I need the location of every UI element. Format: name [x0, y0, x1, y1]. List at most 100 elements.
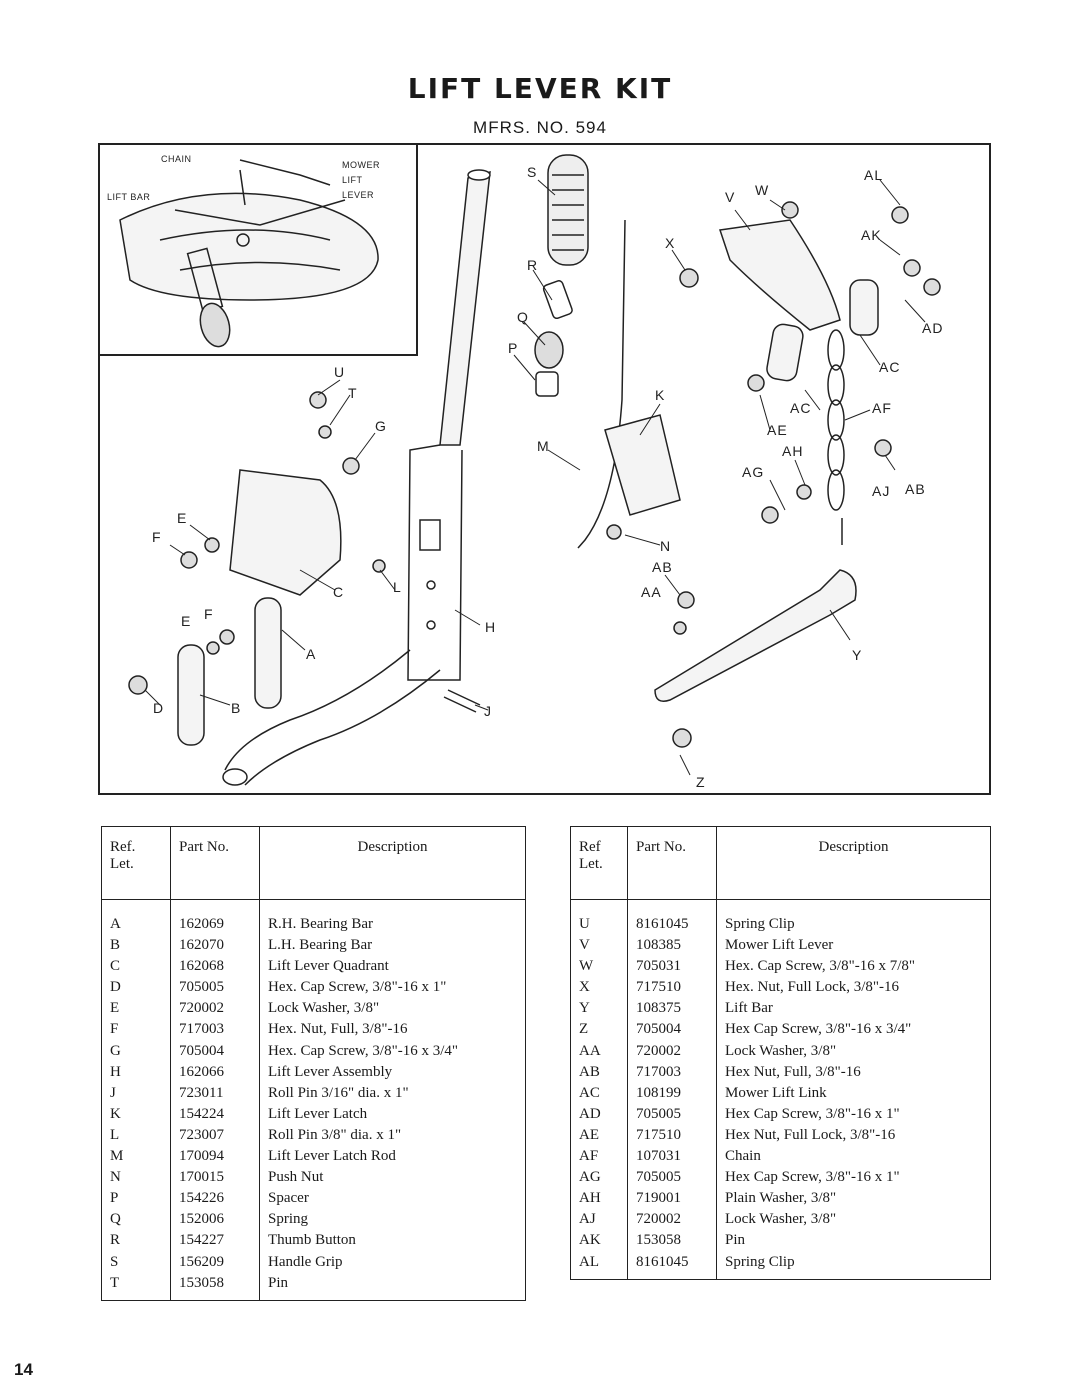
ref-cell: Q [110, 1211, 121, 1228]
ref-cell: F [110, 1021, 119, 1038]
part-no-cell: 705005 [627, 1103, 717, 1125]
description-cell: Pin [259, 1272, 526, 1301]
part-no-cell: 8161045 [627, 1251, 717, 1280]
part-no-cell: 153058 [170, 1272, 260, 1301]
ref-cell: J [110, 1084, 116, 1101]
mower-lift-link-2 [849, 279, 879, 336]
inset-label-mower: MOWER [342, 160, 380, 170]
inset-label-chain: CHAIN [161, 154, 192, 164]
ref-cell: Y [579, 1000, 590, 1017]
description-cell: Push Nut [259, 1167, 526, 1189]
part-no-cell: 717510 [627, 977, 717, 999]
part-no-cell: 154227 [170, 1230, 260, 1252]
callout-m: M [537, 438, 550, 454]
callout-b: B [231, 700, 241, 716]
description-cell: Lock Washer, 3/8" [716, 1209, 991, 1231]
callout-l: L [393, 579, 402, 595]
description-cell: Hex. Cap Screw, 3/8"-16 x 1" [259, 977, 526, 999]
cap-screw-d [128, 675, 148, 695]
callout-y: Y [852, 647, 862, 663]
col-header-part-no: Part No. [170, 826, 260, 900]
ref-cell: T [110, 1274, 120, 1291]
description-cell: Lock Washer, 3/8" [259, 998, 526, 1020]
part-no-cell: 705005 [627, 1167, 717, 1189]
part-no-cell: 156209 [170, 1251, 260, 1273]
latch-rod [577, 219, 626, 549]
lock-washer-e-2 [206, 641, 220, 655]
description-cell: Hex Cap Screw, 3/8"-16 x 3/4" [716, 1019, 991, 1041]
ref-cell: H [110, 1063, 121, 1080]
col-header-description: Description [259, 826, 526, 900]
ref-cell: AE [579, 1126, 599, 1143]
hex-nut-f-2 [219, 629, 235, 645]
push-nut-n [606, 524, 622, 540]
cap-screw-ak [903, 259, 921, 277]
description-cell: Hex Cap Screw, 3/8"-16 x 1" [716, 1167, 991, 1189]
part-no-cell: 720002 [627, 1040, 717, 1062]
lift-lever-assembly [222, 169, 491, 786]
part-no-cell: 705005 [170, 977, 260, 999]
callout-ac: AC [879, 359, 900, 375]
description-cell: Mower Lift Lever [716, 935, 991, 957]
col-header-ref: Ref Let. [570, 826, 628, 900]
handle-grip-parts [534, 154, 589, 397]
part-no-cell: 108385 [627, 935, 717, 957]
ref-cell: W [579, 958, 594, 975]
callout-f: F [152, 529, 162, 545]
roll-pin-j [443, 689, 481, 713]
part-no-cell: 108375 [627, 998, 717, 1020]
callout-r: R [527, 257, 538, 273]
callout-x: X [665, 235, 675, 251]
part-no-cell: 154224 [170, 1103, 260, 1125]
part-no-cell: 8161045 [627, 899, 717, 936]
ref-cell: P [110, 1190, 119, 1207]
part-no-cell: 170094 [170, 1146, 260, 1168]
callout-af: AF [872, 400, 892, 416]
callout-ab-2: AB [905, 481, 926, 497]
part-no-cell: 723011 [170, 1082, 260, 1104]
description-cell: Roll Pin 3/8" dia. x 1" [259, 1124, 526, 1147]
description-cell: Hex. Cap Screw, 3/8"-16 x 7/8" [716, 956, 991, 978]
part-no-cell: 705031 [627, 956, 717, 978]
description-cell: Lift Lever Quadrant [259, 956, 526, 978]
callout-q: Q [517, 309, 529, 325]
callout-al: AL [864, 167, 883, 183]
description-cell: Pin [716, 1230, 991, 1252]
hex-nut-ab-2 [677, 591, 695, 609]
ref-cell: AK [579, 1232, 601, 1249]
mower-lift-link [766, 323, 804, 382]
ref-cell: G [110, 1042, 121, 1059]
description-cell: Lift Bar [716, 998, 991, 1020]
part-no-cell: 717003 [170, 1019, 260, 1041]
callout-aj: AJ [872, 483, 890, 499]
hex-nut-ae [747, 374, 765, 392]
lift-bar [654, 569, 857, 702]
description-cell: Lift Lever Latch Rod [259, 1146, 526, 1168]
callout-j: J [484, 703, 492, 719]
callout-p: P [508, 340, 518, 356]
hex-nut-f [180, 551, 198, 569]
part-no-cell: 162068 [170, 956, 260, 978]
part-no-cell: 162066 [170, 1061, 260, 1083]
description-cell: Hex Nut, Full, 3/8"-16 [716, 1061, 991, 1083]
spring-clip-u [309, 391, 327, 409]
